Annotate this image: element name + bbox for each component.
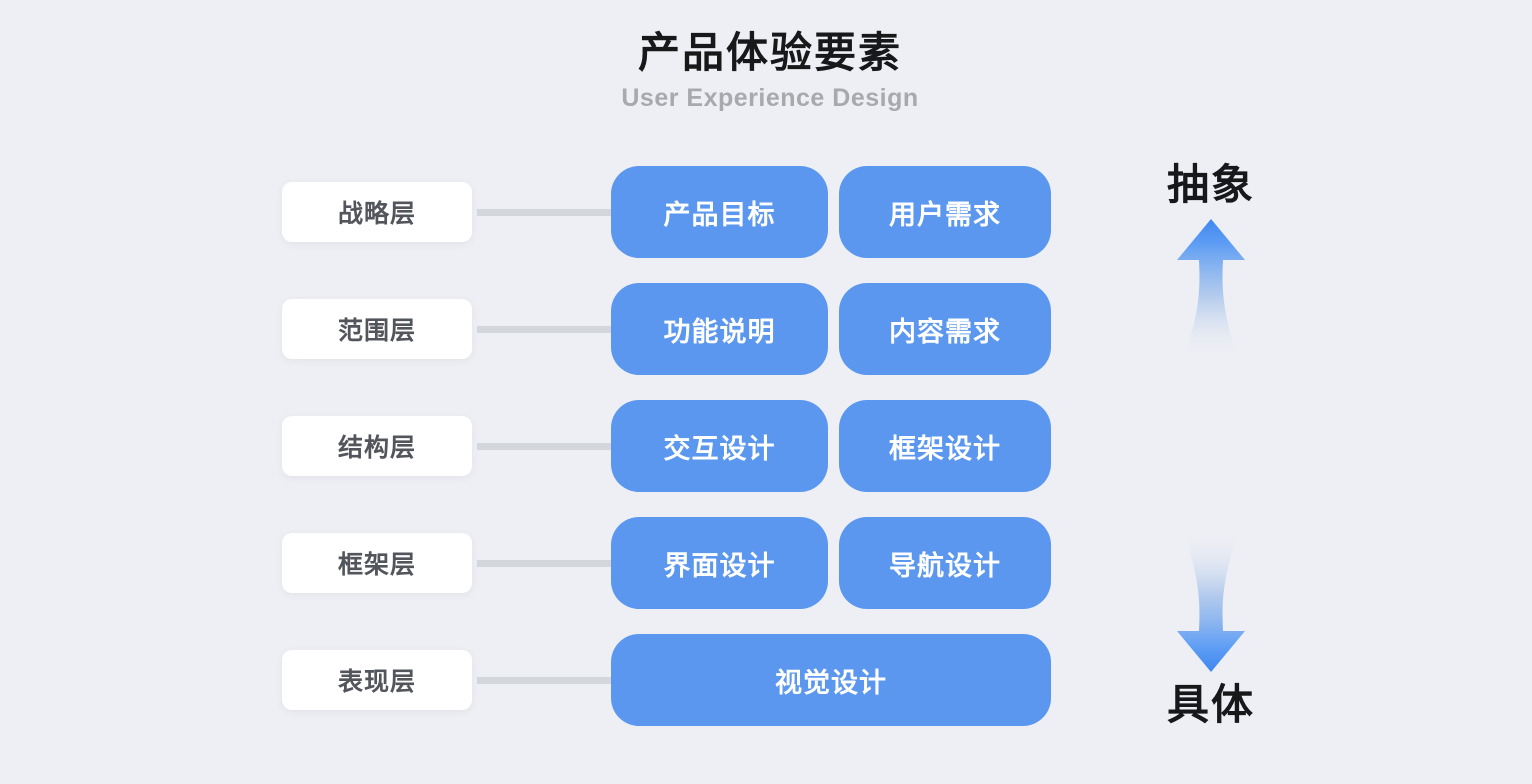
connector-line	[477, 560, 611, 567]
connector-line	[477, 326, 611, 333]
chip-interface-design: 界面设计	[611, 517, 828, 609]
layer-label-surface: 表现层	[282, 650, 472, 710]
chip-visual-design: 视觉设计	[611, 634, 1051, 726]
connector-line	[477, 677, 611, 684]
arrow-down-icon	[1177, 534, 1245, 672]
chip-navigation-design: 导航设计	[839, 517, 1051, 609]
chip-functional-specs: 功能说明	[611, 283, 828, 375]
layer-label-skeleton: 框架层	[282, 533, 472, 593]
chip-interaction-design: 交互设计	[611, 400, 828, 492]
connector-line	[477, 209, 611, 216]
chip-content-requirements: 内容需求	[839, 283, 1051, 375]
chip-user-needs: 用户需求	[839, 166, 1051, 258]
chip-framework-design: 框架设计	[839, 400, 1051, 492]
page-title: 产品体验要素	[637, 29, 902, 76]
abstract-label: 抽象	[1166, 161, 1255, 208]
layer-label-scope: 范围层	[282, 299, 472, 359]
connector-line	[477, 443, 611, 450]
layer-label-strategy: 战略层	[282, 182, 472, 242]
chip-product-goals: 产品目标	[611, 166, 828, 258]
concrete-label: 具体	[1166, 681, 1255, 728]
page-subtitle: User Experience Design	[621, 84, 919, 112]
arrow-up-icon	[1177, 219, 1245, 357]
layer-label-structure: 结构层	[282, 416, 472, 476]
